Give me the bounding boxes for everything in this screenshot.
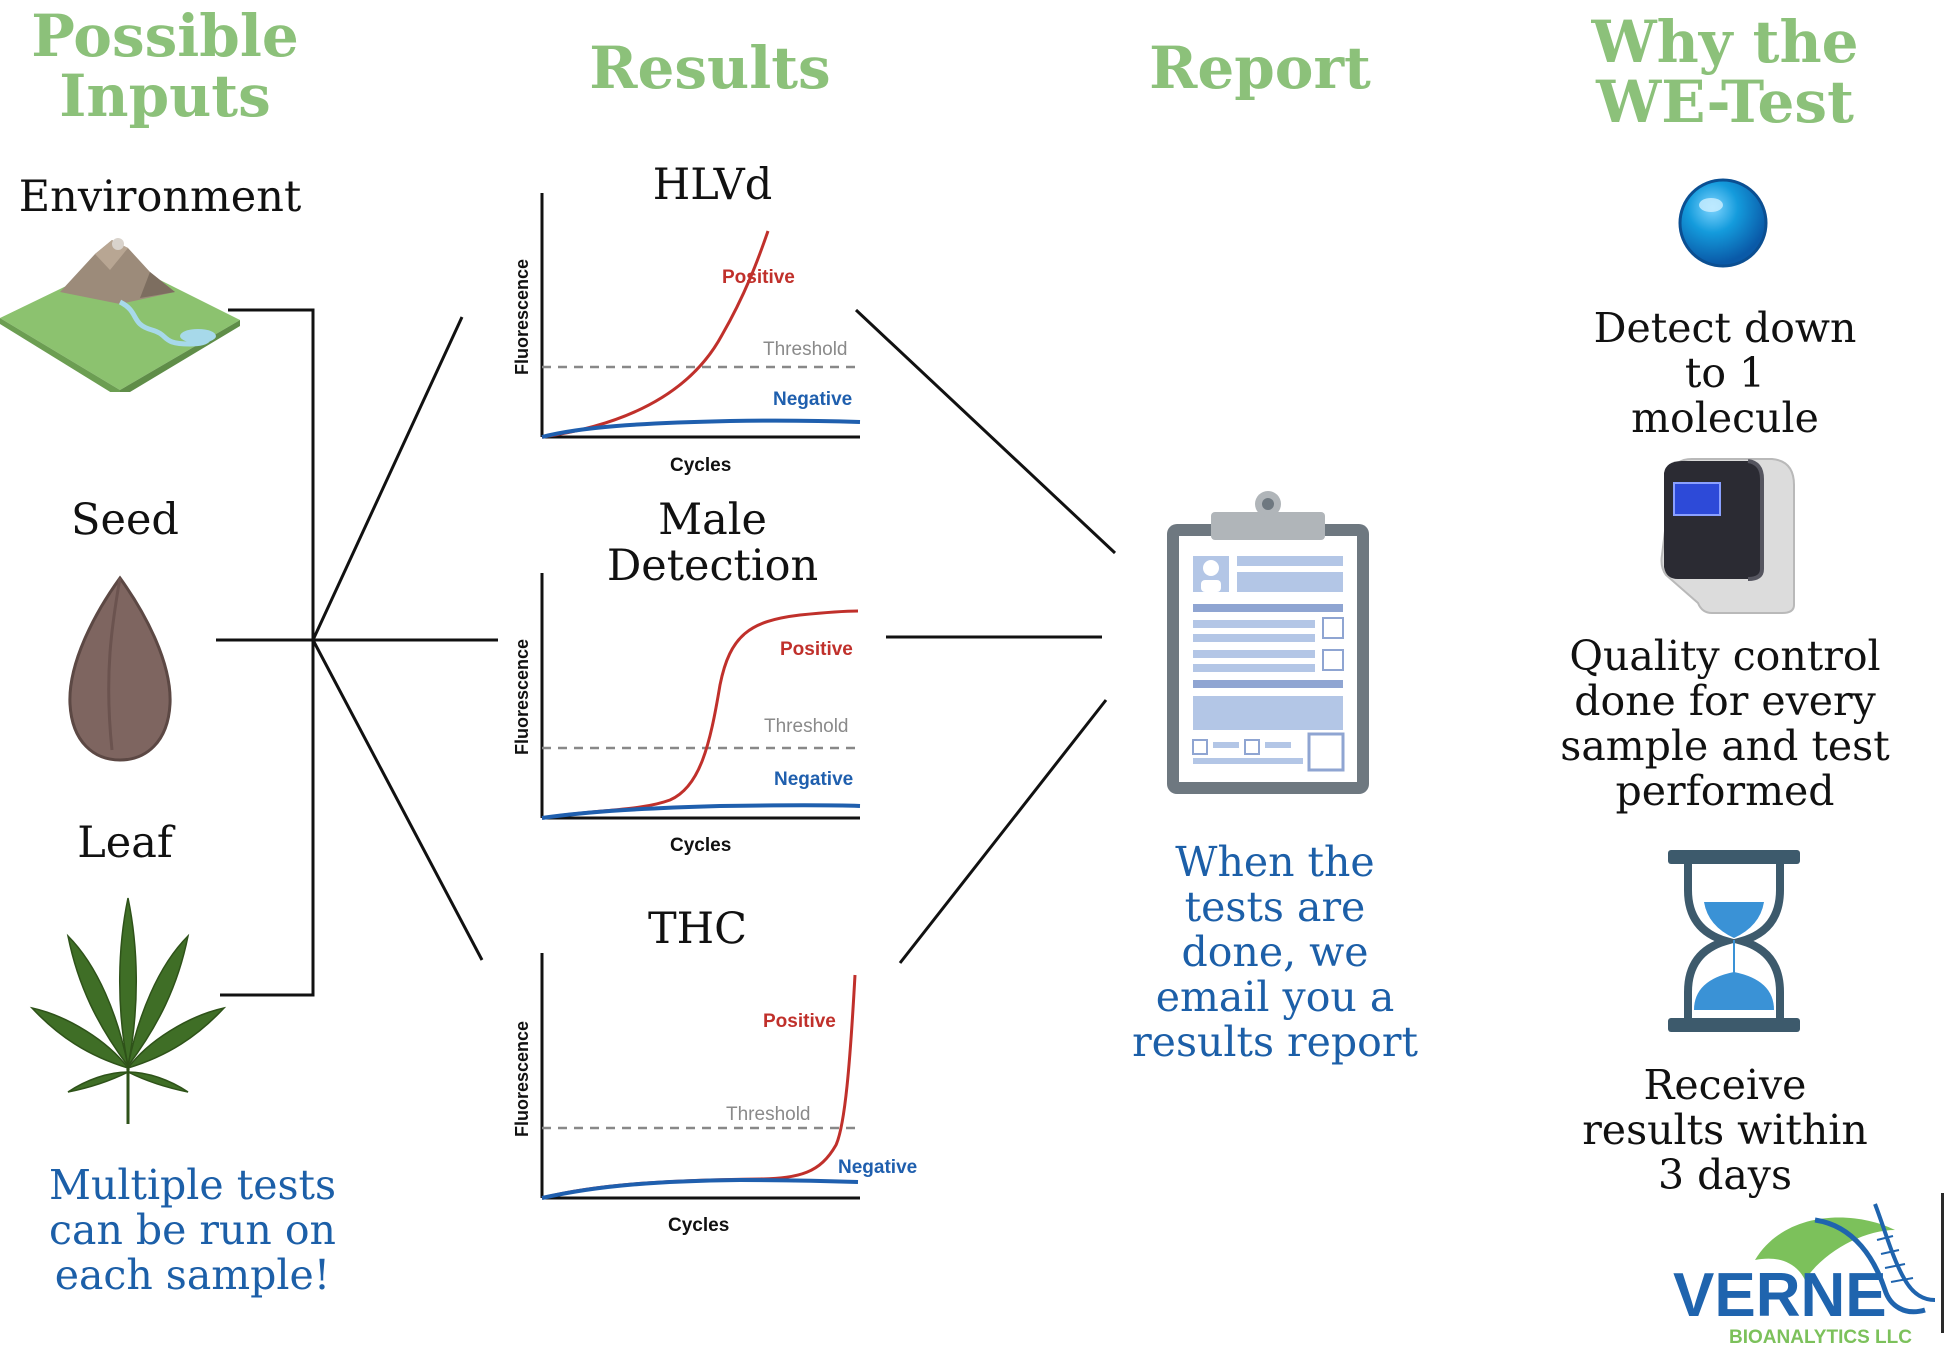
positive-label: Positive — [780, 639, 853, 660]
seed-icon — [68, 575, 172, 762]
input-seed-label: Seed — [71, 495, 179, 545]
right-edge-line — [1941, 1193, 1944, 1333]
cannabis-leaf-icon — [29, 897, 227, 1124]
negative-curve — [541, 1177, 859, 1200]
chart-hlvd: Positive Threshold Negative Cycles Fluor… — [512, 193, 861, 476]
multiple-tests-note: Multiple tests can be run on each sample… — [48, 1161, 337, 1299]
molecule-sphere-icon — [1678, 178, 1768, 268]
input-environment-label: Environment — [18, 172, 302, 222]
heading-possible-inputs: Possible Inputs — [31, 2, 299, 130]
negative-label: Negative — [773, 389, 852, 410]
heading-report: Report — [1149, 34, 1371, 102]
chart-thc: Positive Threshold Negative Cycles Fluor… — [512, 953, 917, 1236]
threshold-label: Threshold — [764, 716, 849, 737]
y-axis-label: Fluorescence — [512, 639, 532, 755]
chart-title-thc: THC — [647, 904, 748, 954]
report-note: When the tests are done, we email you a … — [1132, 838, 1418, 1066]
why-item-quality: Quality control done for every sample an… — [1560, 632, 1890, 815]
chart-title-male-detection: Male Detection — [606, 495, 819, 591]
positive-label: Positive — [722, 267, 795, 288]
heading-why-we-test: Why the WE-Test — [1591, 8, 1859, 136]
qpcr-machine-icon — [1660, 458, 1795, 614]
why-item-receive: Receive results within 3 days — [1582, 1061, 1868, 1199]
x-axis-label: Cycles — [670, 835, 731, 856]
negative-label: Negative — [774, 769, 853, 790]
chart-male-detection: Positive Threshold Negative Cycles Fluor… — [512, 573, 861, 856]
logo-subtitle: BIOANALYTICS LLC — [1729, 1327, 1912, 1348]
verne-logo: VERNE BIOANALYTICS LLC — [1673, 1203, 1936, 1348]
clipboard-report-icon — [1167, 491, 1369, 794]
positive-curve — [541, 230, 770, 439]
heading-results: Results — [589, 34, 831, 102]
x-axis-label: Cycles — [670, 455, 731, 476]
logo-name: VERNE — [1673, 1261, 1887, 1330]
chart-title-hlvd: HLVd — [652, 160, 773, 210]
why-item-detect: Detect down to 1 molecule — [1593, 304, 1857, 442]
x-axis-label: Cycles — [668, 1215, 729, 1236]
positive-label: Positive — [763, 1011, 836, 1032]
negative-curve — [541, 803, 861, 820]
input-leaf-label: Leaf — [77, 818, 173, 868]
y-axis-label: Fluorescence — [512, 259, 532, 375]
positive-curve — [541, 974, 857, 1200]
threshold-label: Threshold — [726, 1104, 811, 1125]
negative-label: Negative — [838, 1157, 917, 1178]
threshold-label: Threshold — [763, 339, 848, 360]
hourglass-icon — [1668, 850, 1800, 1032]
negative-curve — [541, 418, 861, 439]
landscape-icon — [0, 238, 240, 392]
y-axis-label: Fluorescence — [512, 1021, 532, 1137]
